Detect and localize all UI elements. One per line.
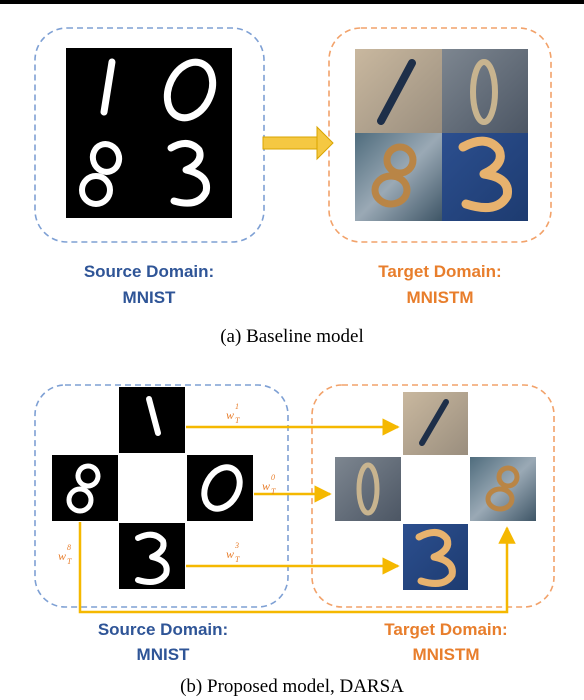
svg-text:0: 0 (271, 473, 275, 482)
mnist-b-digit-8 (66, 463, 101, 514)
weight-w1: w 1 T (226, 402, 240, 425)
svg-text:8: 8 (67, 543, 71, 552)
target-domain-box (328, 27, 552, 243)
mnistm-b-digit-1 (419, 399, 449, 446)
target-domain-title-b: Target Domain: (384, 620, 507, 639)
svg-text:w: w (226, 408, 234, 422)
svg-text:T: T (271, 487, 276, 496)
mnistm-digit-3 (458, 136, 512, 213)
source-domain-name-b: MNIST (137, 645, 191, 664)
mnist-digit-1 (100, 58, 116, 116)
mnistm-digit-0 (470, 59, 498, 125)
mnistm-b-digit-8 (485, 465, 520, 512)
mnist-cross-layout (52, 387, 253, 589)
mnistm-sample-grid (355, 49, 528, 221)
mnistm-cross-layout (335, 392, 536, 590)
svg-text:T: T (235, 555, 240, 564)
weight-w8: w 8 T (58, 543, 72, 566)
mnist-digit-8 (79, 141, 123, 207)
weight-w3: w 3 T (226, 541, 240, 564)
target-domain-name-b: MNISTM (412, 645, 479, 664)
panel-b: w 1 T w 0 T w 3 T w 8 T Source Domain: M… (34, 384, 555, 697)
svg-text:w: w (262, 479, 270, 493)
arrow-digit-8 (78, 522, 516, 614)
domain-transfer-arrow (262, 125, 334, 161)
target-domain-box-b (311, 384, 555, 608)
caption-b: (b) Proposed model, DARSA (180, 676, 404, 697)
target-domain-title: Target Domain: (378, 262, 501, 281)
mapping-arrows (78, 418, 516, 614)
target-domain-name: MNISTM (406, 288, 473, 307)
caption-a: (a) Baseline model (220, 326, 364, 347)
mnist-digit-0 (163, 58, 217, 122)
mnist-digit-3 (167, 140, 211, 207)
source-domain-title-b: Source Domain: (98, 620, 228, 639)
weight-w0: w 0 T (262, 473, 276, 496)
source-domain-box-b (34, 384, 289, 608)
mnist-b-digit-0 (201, 464, 243, 512)
svg-text:1: 1 (235, 402, 239, 411)
panel-a: Source Domain: MNIST Target Domain: MNIS… (34, 27, 552, 347)
source-domain-box (34, 27, 265, 243)
source-domain-name: MNIST (123, 288, 177, 307)
svg-text:w: w (226, 547, 234, 561)
mnist-b-digit-1 (146, 396, 161, 436)
svg-text:T: T (67, 557, 72, 566)
svg-text:w: w (58, 549, 66, 563)
mnistm-b-digit-0 (356, 462, 380, 516)
svg-text:3: 3 (234, 541, 239, 550)
mnistm-b-digit-3 (415, 529, 456, 587)
mnistm-digit-1 (377, 59, 416, 125)
svg-text:T: T (235, 416, 240, 425)
mnist-sample-grid (66, 48, 232, 218)
source-domain-title: Source Domain: (84, 262, 214, 281)
top-rule (0, 0, 584, 4)
mnist-b-digit-3 (135, 531, 170, 585)
mnistm-digit-8 (371, 143, 417, 208)
